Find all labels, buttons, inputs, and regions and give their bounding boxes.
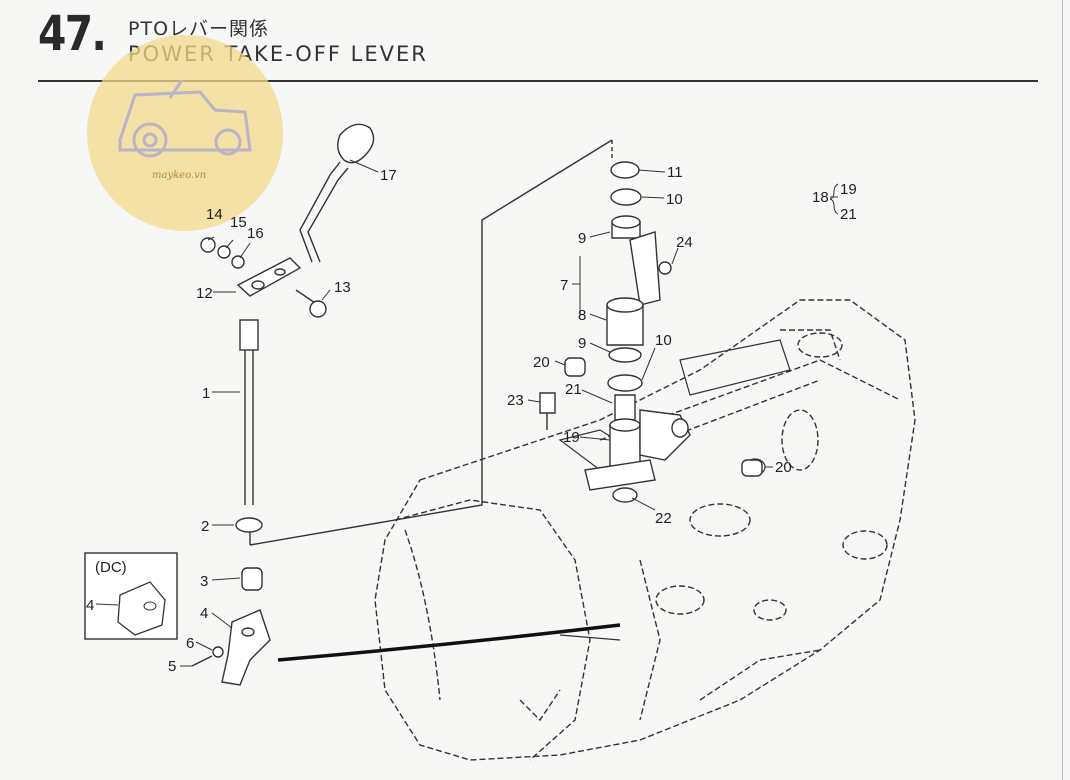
callout-4: 4 <box>200 605 208 622</box>
washer <box>217 245 231 259</box>
transmission-housing <box>374 299 916 761</box>
callout-16: 16 <box>247 225 264 242</box>
page-edge-line <box>1062 0 1063 780</box>
lever-bracket <box>236 257 302 297</box>
leader-lines <box>95 159 838 667</box>
arm-bolt <box>191 655 213 667</box>
callout-9-mid: 9 <box>578 335 586 352</box>
callout-17: 17 <box>380 167 397 184</box>
o-ring <box>612 487 638 503</box>
bush <box>241 567 263 591</box>
lever-knob <box>337 123 375 164</box>
washer-mid <box>607 374 643 392</box>
callout-2: 2 <box>201 518 209 535</box>
callout-22: 22 <box>655 510 672 527</box>
callout-19: 19 <box>563 429 580 446</box>
plate <box>629 231 661 306</box>
callout-21-group: 21 <box>840 206 857 223</box>
boundary-lines <box>249 139 613 546</box>
shaft-assembly <box>539 161 763 503</box>
callout-1: 1 <box>202 385 210 402</box>
callout-5: 5 <box>168 658 176 675</box>
plug-left <box>564 357 586 377</box>
watermark: maykeo.vn <box>87 35 283 231</box>
mount-plate <box>584 459 656 491</box>
pto-arm <box>221 609 271 686</box>
lever-rod <box>299 161 341 263</box>
dc-inset: (DC) <box>84 552 178 640</box>
header-rule <box>38 80 1038 82</box>
callout-11: 11 <box>667 164 683 181</box>
washer-2 <box>231 255 245 269</box>
bolt-23 <box>539 392 556 414</box>
plate-washer <box>658 261 672 275</box>
rod-end <box>239 319 259 351</box>
callout-15: 15 <box>230 214 247 231</box>
callout-24: 24 <box>676 234 693 251</box>
oil-seal <box>235 517 263 533</box>
dc-arm <box>117 581 166 636</box>
callout-6: 6 <box>186 635 194 652</box>
callout-20-right: 20 <box>775 459 792 476</box>
title-japanese: PTOレバー関係 <box>128 18 270 40</box>
callout-7: 7 <box>560 277 568 294</box>
callout-8: 8 <box>578 307 586 324</box>
callout-labels: 1 2 3 4 4 5 6 7 8 9 9 10 10 11 12 13 14 … <box>86 164 857 675</box>
tractor-icon <box>118 79 252 158</box>
plug-right <box>741 459 763 477</box>
lever-assembly <box>191 123 375 686</box>
callout-23: 23 <box>507 392 524 409</box>
watermark-text: maykeo.vn <box>152 170 206 181</box>
callout-20-left: 20 <box>533 354 550 371</box>
push-rod <box>244 350 254 505</box>
dc-label: (DC) <box>95 559 127 576</box>
pto-rod-line <box>277 623 621 662</box>
callout-14: 14 <box>206 206 223 223</box>
shaft-upper <box>614 394 636 421</box>
callout-9-top: 9 <box>578 230 586 247</box>
callout-18: 18 <box>812 189 829 206</box>
group-brace <box>829 183 839 215</box>
nut <box>200 237 216 253</box>
callout-19-group: 19 <box>840 181 857 198</box>
callout-13: 13 <box>334 279 351 296</box>
washer-top <box>610 188 642 206</box>
watermark-circle <box>87 35 283 231</box>
section-number: 47. <box>38 6 107 62</box>
callout-10-top: 10 <box>666 191 683 208</box>
spring-washer <box>212 646 224 658</box>
callout-21: 21 <box>565 381 582 398</box>
callout-10-mid: 10 <box>655 332 672 349</box>
callout-12: 12 <box>196 285 213 302</box>
callout-4-dc: 4 <box>86 597 94 614</box>
callout-3: 3 <box>200 573 208 590</box>
snap-ring <box>610 161 640 179</box>
collar-mid <box>608 347 642 363</box>
